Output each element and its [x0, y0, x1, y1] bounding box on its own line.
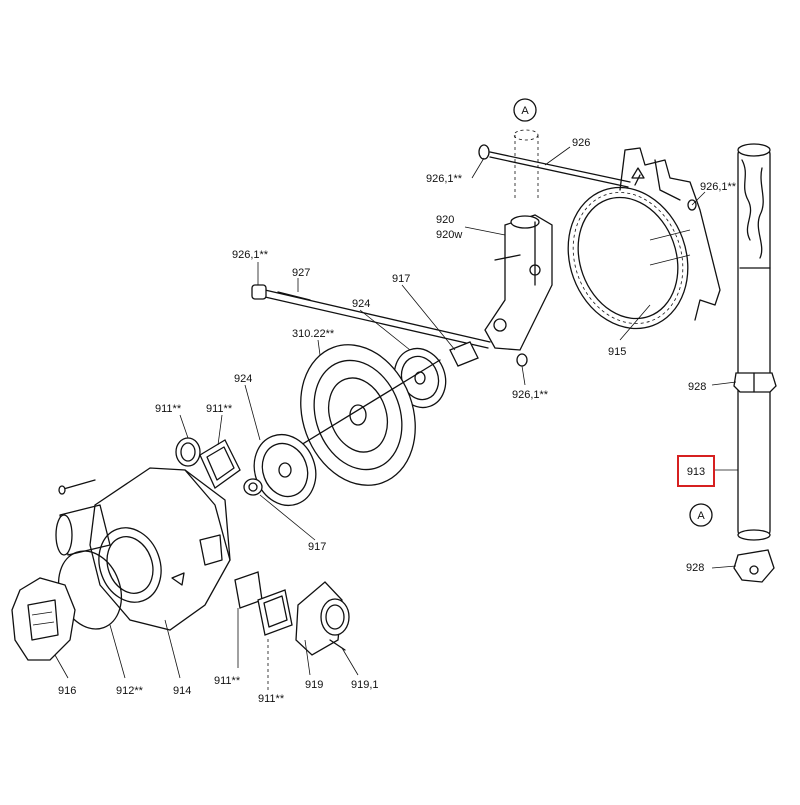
- handle-clip-928-upper: [733, 372, 777, 393]
- valve-911-upper-right: [199, 439, 241, 489]
- label-914: 914: [173, 685, 191, 697]
- label-926-1-lower: 926,1**: [512, 389, 549, 401]
- label-916: 916: [58, 685, 76, 697]
- reference-marker-a-bottom: A: [689, 503, 713, 527]
- label-928-upper: 928: [688, 381, 706, 393]
- label-924-lower: 924: [234, 373, 252, 385]
- label-926-1-mid: 926,1**: [232, 249, 269, 261]
- label-912: 912**: [116, 685, 144, 697]
- label-924-upper: 924: [352, 298, 370, 310]
- leader-lines: [54, 146, 738, 690]
- valve-911-upper-left: [175, 437, 201, 467]
- highlighted-part-913: 913: [677, 455, 715, 487]
- valve-911-lower-right: [257, 589, 293, 636]
- label-926: 926: [572, 137, 590, 149]
- end-cover-916: [11, 577, 76, 661]
- label-913: 913: [687, 466, 705, 478]
- label-919: 919: [305, 679, 323, 691]
- bearing-housing-915: [567, 147, 721, 330]
- label-310-22: 310.22**: [292, 328, 335, 340]
- lever-920: [484, 214, 553, 351]
- label-917-lower: 917: [308, 541, 326, 553]
- label-917-upper: 917: [392, 273, 410, 285]
- label-919-1: 919,1: [351, 679, 379, 691]
- shaft-a: [513, 129, 539, 200]
- marker-a-bottom-label: A: [697, 510, 705, 522]
- part-labels: 926 926,1** 926,1** 920 920w 926,1** 927…: [58, 137, 737, 705]
- label-920: 920: [436, 214, 454, 226]
- pin-927: [251, 284, 491, 349]
- label-911-upper-left: 911**: [155, 403, 182, 415]
- highlight-box: [677, 455, 715, 487]
- label-928-lower: 928: [686, 562, 704, 574]
- label-911-lower-right: 911**: [258, 693, 285, 705]
- label-911-upper-right: 911**: [206, 403, 233, 415]
- reference-marker-a-top: A: [513, 98, 537, 122]
- flange-919: [295, 581, 350, 656]
- label-911-lower-left: 911**: [214, 675, 241, 687]
- label-926-1-top-right: 926,1**: [700, 181, 737, 193]
- label-915: 915: [608, 346, 626, 358]
- label-920w: 920w: [436, 229, 462, 241]
- handle-clip-928-lower: [733, 549, 775, 583]
- nut-917-lower: [243, 478, 263, 496]
- marker-a-top-label: A: [521, 105, 529, 117]
- handle-tube-913: [737, 143, 771, 541]
- label-927: 927: [292, 267, 310, 279]
- nut-917-upper: [449, 341, 528, 367]
- pump-body-914: [55, 467, 231, 631]
- label-926-1-top-left: 926,1**: [426, 173, 463, 185]
